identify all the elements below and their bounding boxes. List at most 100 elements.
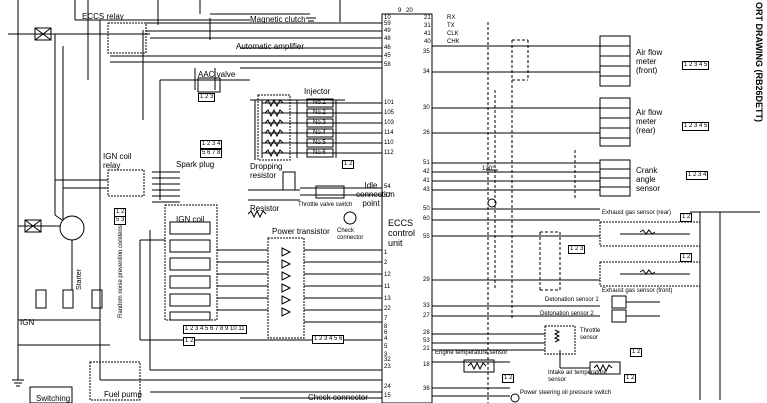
ecu-left-pin: 8	[384, 324, 388, 330]
ecu-right-pin: 42	[423, 169, 430, 175]
ecu-left-pin: 3	[384, 352, 388, 358]
detonation-2-label: Detonation sensor 2	[540, 311, 594, 317]
ps-switch-label: Power steering oil pressure switch	[520, 390, 612, 396]
ecu-left-pin: 24	[384, 384, 391, 390]
ecu-left-pin: 5	[384, 344, 388, 350]
engine-temp-connector: 1 2	[502, 374, 515, 383]
ecu-top-pin-20: 20	[406, 8, 413, 14]
fuel-pump-label: Fuel pump	[104, 390, 142, 399]
exhaust-front-connector: 1 2	[680, 253, 693, 262]
inj-top-connector: 1 2 3 4	[200, 140, 223, 149]
ecu-left-pin: 45	[384, 53, 391, 59]
ign-coil-relay-label: IGN coil relay	[103, 152, 132, 170]
ecu-right-pin-21: 21	[424, 15, 431, 21]
pair-connector-mid: 1 2	[342, 160, 355, 169]
ecu-left-pin: 23	[384, 364, 391, 370]
ecu-left-pin: 105	[384, 110, 395, 116]
ecu-right-pin: 43	[423, 187, 430, 193]
ecu-left-pin: 15	[384, 393, 391, 399]
magnetic-clutch-label: Magnetic clutch	[250, 15, 306, 24]
ecu-left-pin: 58	[384, 62, 391, 68]
top-right-fragment-label: ORT DRAWING (RB26DETT)	[754, 2, 764, 122]
ecu-right-pin-31: 31	[424, 23, 431, 29]
ecu-right-pin: 41	[423, 178, 430, 184]
ecu-top-pin-9: 9	[398, 8, 402, 14]
ecu-left-pin: 59	[384, 21, 391, 27]
ecu-left-pin: 10	[384, 15, 391, 21]
afm-front-connector: 1 2 3 4 5	[682, 61, 710, 70]
ecu-right-pin: 26	[423, 130, 430, 136]
ecu-left-pin: 48	[384, 36, 391, 42]
ecu-left-pin: 46	[384, 45, 391, 51]
random-noise-label: Random noise prevention condenser	[118, 219, 124, 318]
ecu-left-pin: 103	[384, 120, 395, 126]
ecu-right-pin: 50	[423, 206, 430, 212]
ecu-right-label-rx: RX	[447, 15, 456, 21]
eccs-relay-label: ECCS relay	[82, 12, 124, 21]
ps-connector: 1 2	[630, 348, 643, 357]
ecu-left-pin: 1	[384, 250, 388, 256]
eccs-control-unit-label: ECCS control unit	[388, 218, 416, 248]
ecu-left-pin: 32	[384, 357, 391, 363]
ecu-right-label-chk: CHK	[447, 39, 460, 45]
ecu-right-pin: 28	[423, 330, 430, 336]
aac-valve-label: AAC valve	[198, 70, 236, 79]
ecu-right-pin: 51	[423, 160, 430, 166]
detonation-1-label: Detonation sensor 1	[545, 297, 599, 303]
throttle-connector: 1 2 3	[568, 245, 586, 254]
ecu-right-pin-40: 40	[424, 39, 431, 45]
ecu-right-pin: 18	[423, 362, 430, 368]
crank-angle-label: Crank angle sensor	[636, 166, 661, 193]
ecu-right-pin: 60	[423, 216, 430, 222]
ecu-left-pin: 7	[384, 316, 388, 322]
ecu-left-pin: 49	[384, 28, 391, 34]
afm-rear-connector: 1 2 3 4 5	[682, 122, 710, 131]
injector-no2: No.2	[313, 110, 326, 116]
dropping-resistor-label: Dropping resistor	[250, 162, 283, 180]
ecu-left-pin: 54	[384, 184, 391, 190]
pair-connector-left: 1 2	[183, 337, 196, 346]
injector-no1: No.1	[313, 100, 326, 106]
ecu-left-pin: 2	[384, 260, 388, 266]
relay-bot-connector: 5 3	[114, 216, 127, 225]
ecu-left-pin: 114	[384, 130, 394, 136]
ecu-left-pin: 112	[384, 150, 394, 156]
intake-air-temp-label: Intake air temperature sensor	[548, 370, 607, 383]
big-row-connector: 1 2 3 4 5 6 7 8 9 10 11	[183, 325, 247, 334]
ecu-right-pin: 29	[423, 277, 430, 283]
ecu-left-pin: 101	[384, 100, 395, 106]
ecu-six-connector: 1 2 3 4 5 6	[312, 335, 345, 344]
ecu-right-label-clk: CLK	[447, 31, 459, 37]
ecu-right-pin: 36	[423, 386, 430, 392]
ecu-right-pin: 53	[423, 338, 430, 344]
exhaust-rear-connector: 1 2	[680, 213, 693, 222]
angle-annotation: 120°	[482, 166, 495, 172]
ecu-right-pin: 21	[423, 346, 430, 352]
exhaust-rear-label: Exhaust gas sensor (rear)	[602, 210, 672, 216]
afm-rear-label: Air flow meter (rear)	[636, 108, 663, 135]
ign-label: IGN	[20, 318, 35, 327]
afm-front-label: Air flow meter (front)	[636, 48, 663, 75]
ecu-left-pin: 12	[384, 272, 391, 278]
spark-plug-label: Spark plug	[176, 160, 215, 169]
ecu-left-pin: 6	[384, 330, 388, 336]
ecu-right-pin: 55	[423, 234, 430, 240]
injector-no6: No.6	[313, 150, 326, 156]
ecu-left-pin: 22	[384, 306, 391, 312]
switching-label: Switching	[36, 394, 71, 403]
ecu-right-pin: 35	[423, 49, 430, 55]
ecu-left-pin: 110	[384, 140, 394, 146]
ecu-right-pin: 30	[423, 105, 430, 111]
power-transistor-label: Power transistor	[272, 227, 330, 236]
injector-label: Injector	[304, 87, 331, 96]
idle-connection-label: Idle connection point	[356, 181, 395, 208]
injector-no5: No.5	[313, 140, 326, 146]
engine-temp-label: Engine temperature sensor	[435, 350, 508, 356]
check-connector-bottom-label: Check connector	[308, 393, 369, 402]
exhaust-front-label: Exhaust gas sensor (front)	[602, 288, 673, 294]
automatic-amplifier-label: Automatic amplifier	[236, 42, 305, 51]
injector-no4: No.4	[313, 130, 326, 136]
ecu-right-pin-41: 41	[424, 31, 431, 37]
ecu-right-pin: 27	[423, 313, 430, 319]
iat-connector: 1 2	[624, 374, 637, 383]
